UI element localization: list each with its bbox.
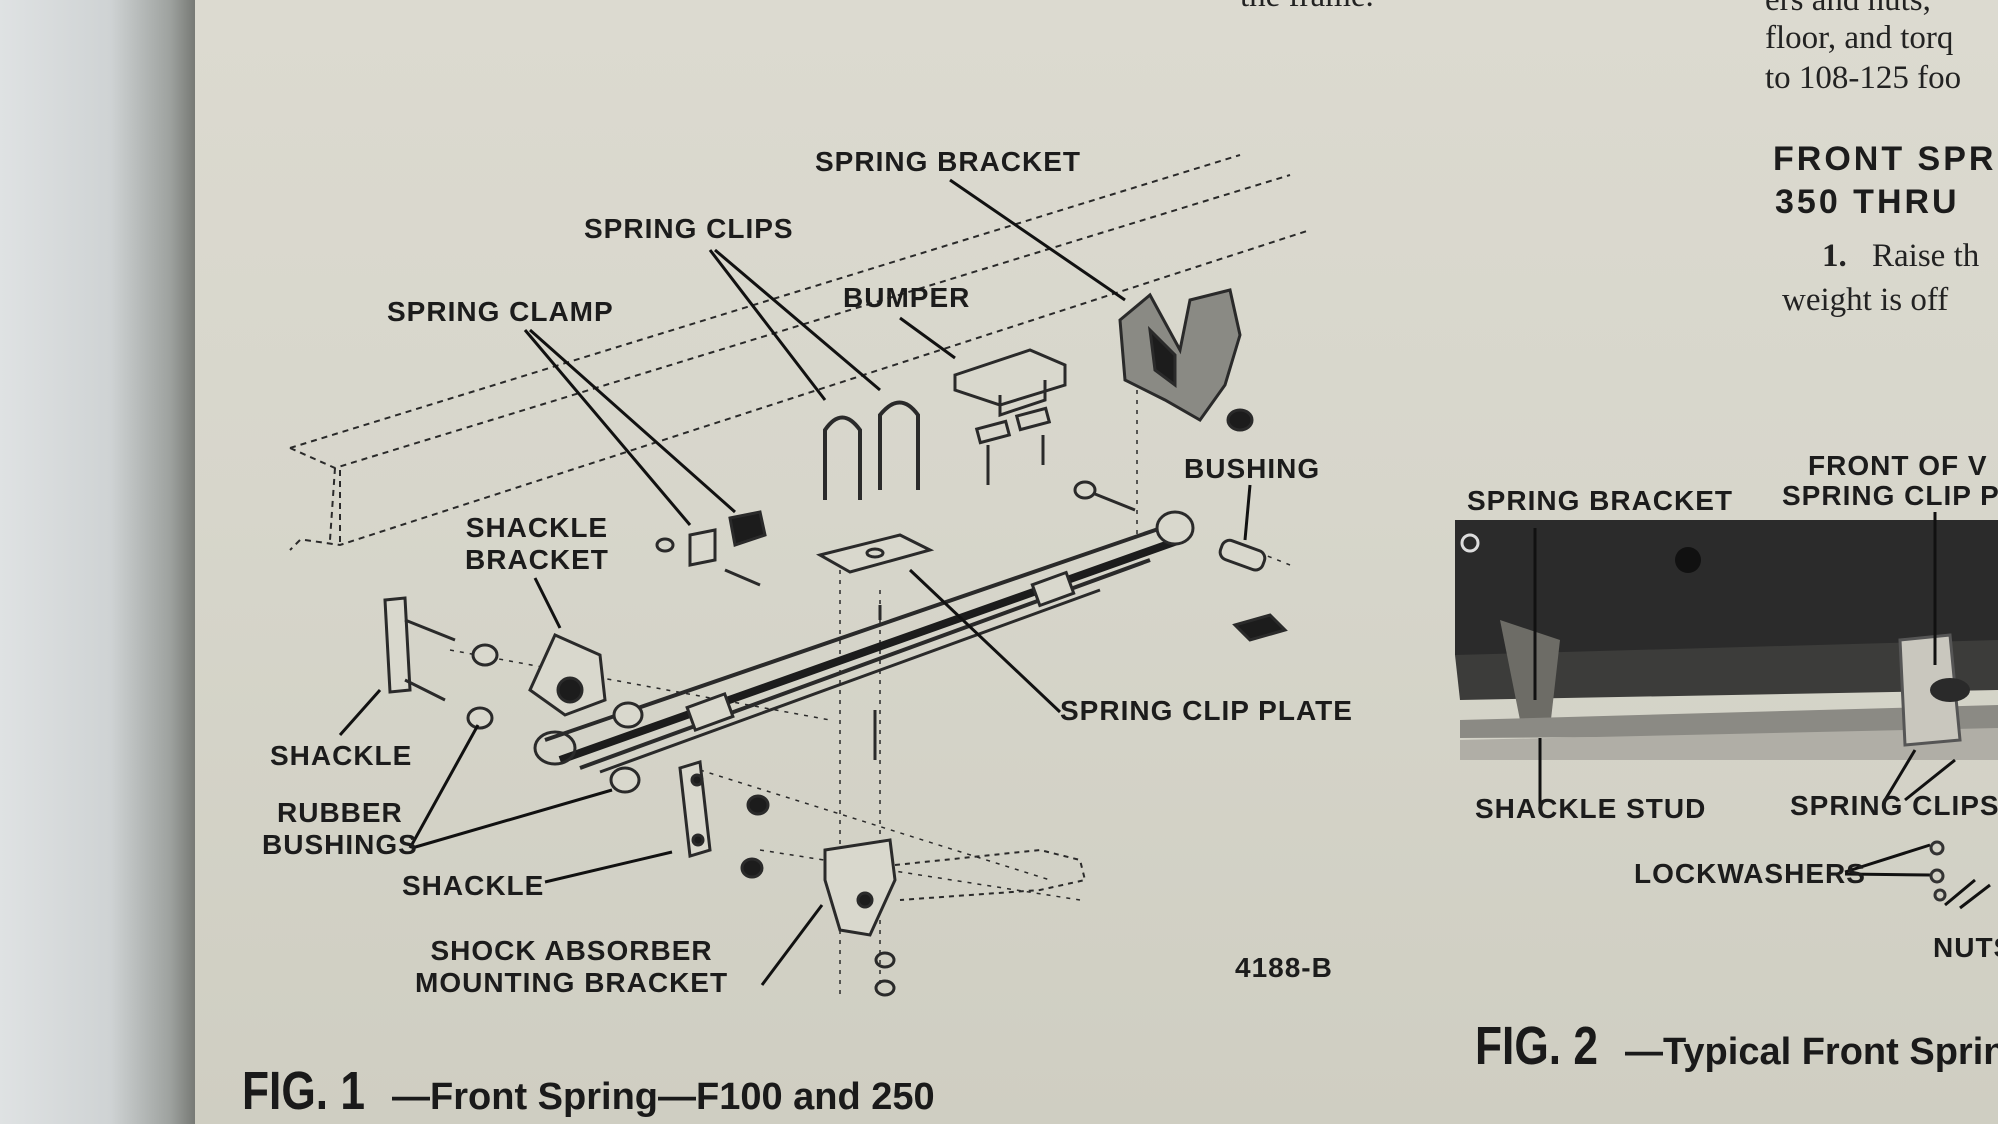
- label-shackle-left: SHACKLE: [270, 740, 413, 771]
- fig2-label-front-of: FRONT OF V: [1808, 450, 1988, 481]
- assembly-guide-lines: [449, 370, 1291, 1000]
- fig2-label-nuts: NUTS: [1933, 932, 1998, 963]
- leaf-spring: [533, 510, 1195, 774]
- text-frame-fragment: the frame.: [1240, 0, 1374, 15]
- fig2-caption: FIG. 2 —Typical Front Sprin: [1475, 1015, 1998, 1077]
- step-1-line-2: weight is off: [1782, 282, 1949, 318]
- fig1-caption: FIG. 1 —Front Spring—F100 and 250: [242, 1060, 935, 1122]
- label-bushing: BUSHING: [1184, 453, 1321, 484]
- shackle-bottom-part: [678, 760, 770, 879]
- spring-bracket-part: [1118, 288, 1242, 422]
- step-1-number: 1.: [1822, 238, 1847, 274]
- spring-clip-plate-part: [815, 533, 935, 574]
- shock-absorber-bracket-part: [823, 605, 1087, 997]
- label-spring-clips: SPRING CLIPS: [584, 213, 794, 244]
- label-bumper: BUMPER: [843, 282, 971, 313]
- right-column-line-1: ers and nuts,: [1765, 0, 1931, 18]
- label-rubber-bushings: RUBBER BUSHINGS: [262, 797, 418, 860]
- fig1-caption-text: —Front Spring—F100 and 250: [392, 1076, 935, 1118]
- frame-rail-outline: [289, 154, 1311, 551]
- fig2-label-spring-clips: SPRING CLIPS: [1790, 790, 1998, 821]
- spring-clip-ubolts: [823, 400, 920, 500]
- label-spring-clamp: SPRING CLAMP: [387, 296, 614, 327]
- fig2-label-spring-clip-plate: SPRING CLIP PLA: [1782, 480, 1998, 511]
- label-shackle-bracket: SHACKLE BRACKET: [465, 512, 609, 575]
- right-column-line-2: floor, and torq: [1765, 20, 1954, 56]
- fig1-caption-number: FIG. 1: [242, 1061, 366, 1121]
- leader-lines: [338, 178, 1252, 986]
- shackle-left-part: [383, 596, 456, 702]
- section-heading-line-1: FRONT SPR: [1773, 140, 1997, 178]
- right-column-line-3: to 108-125 foo: [1765, 60, 1962, 96]
- label-spring-clip-plate: SPRING CLIP PLATE: [1060, 695, 1353, 726]
- rubber-bushing-parts: [466, 643, 644, 794]
- bushing-part: [1218, 408, 1288, 642]
- label-shock-absorber-bracket: SHOCK ABSORBER MOUNTING BRACKET: [415, 935, 729, 998]
- fig2-label-shackle-stud: SHACKLE STUD: [1475, 793, 1707, 824]
- fig2-label-lockwashers: LOCKWASHERS: [1634, 858, 1866, 889]
- adjacent-page-edge: [0, 0, 200, 1124]
- bracket-bolt: [1073, 480, 1136, 512]
- fig2-caption-text: —Typical Front Sprin: [1625, 1031, 1998, 1073]
- fig2-caption-number: FIG. 2: [1475, 1016, 1599, 1076]
- shackle-bracket-part: [528, 633, 607, 717]
- part-number-label: 4188-B: [1235, 952, 1333, 983]
- label-spring-bracket: SPRING BRACKET: [815, 146, 1082, 177]
- bumper-part: [953, 348, 1067, 485]
- label-shackle-bottom: SHACKLE: [402, 870, 545, 901]
- section-heading-line-2: 350 THRU: [1775, 183, 1960, 221]
- fig2-label-spring-bracket: SPRING BRACKET: [1467, 485, 1734, 516]
- step-1-line-1: Raise th: [1872, 238, 1980, 274]
- spring-clamp-parts: [655, 510, 767, 587]
